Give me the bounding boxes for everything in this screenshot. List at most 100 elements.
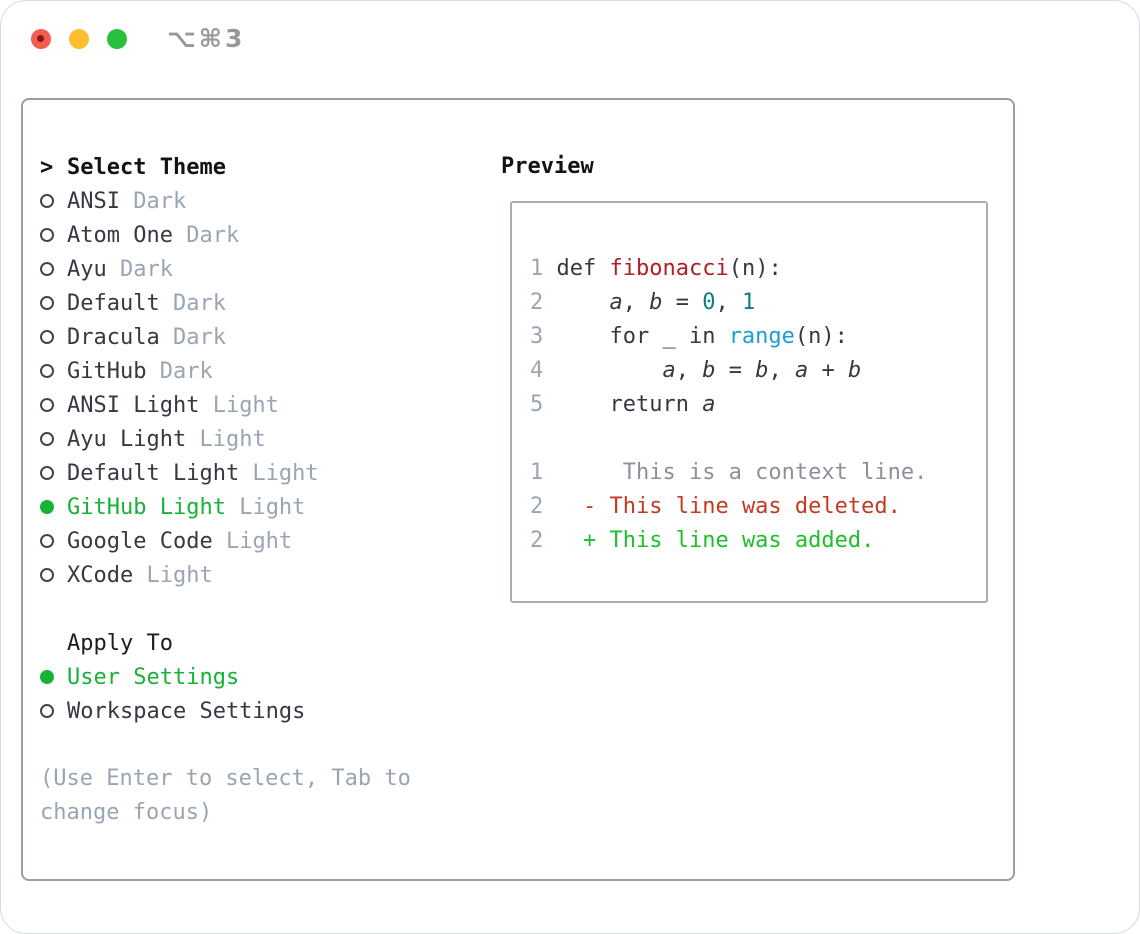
theme-option[interactable]: Default Light Light	[40, 456, 411, 490]
code-line: 5 return a	[530, 388, 986, 422]
theme-option[interactable]: ANSI Dark	[40, 184, 411, 218]
theme-variant-tag: Light	[239, 460, 319, 486]
theme-variant-tag: Light	[225, 494, 306, 520]
theme-name: XCode	[67, 562, 134, 588]
radio-ring-icon	[40, 228, 54, 242]
radio-selected-icon	[40, 500, 67, 514]
code-segment: b	[755, 358, 769, 383]
radio-selected-icon	[40, 670, 67, 684]
radio-icon	[40, 432, 67, 446]
theme-option[interactable]: Google Code Light	[40, 524, 411, 558]
theme-variant-tag: Light	[199, 392, 279, 418]
radio-icon	[40, 568, 67, 582]
theme-variant-tag: Dark	[172, 222, 240, 248]
code-segment: a	[702, 392, 716, 417]
radio-ring-icon	[40, 704, 54, 718]
radio-icon	[40, 364, 67, 378]
code-segment: b	[702, 358, 716, 383]
code-segment: range	[728, 324, 795, 349]
radio-ring-icon	[40, 262, 54, 276]
apply-option-name: User Settings	[67, 664, 240, 690]
code-segment: =	[715, 358, 756, 383]
theme-name: ANSI	[67, 188, 120, 214]
radio-icon	[40, 228, 67, 242]
code-line: 3 for _ in range(n):	[530, 320, 986, 354]
code-segment	[557, 358, 663, 383]
radio-ring-icon	[40, 364, 54, 378]
radio-dot-icon	[40, 500, 54, 514]
theme-option[interactable]: XCode Light	[40, 558, 411, 592]
theme-option[interactable]: Dracula Dark	[40, 320, 411, 354]
theme-name: Ayu Light	[67, 426, 187, 452]
apply-to-option[interactable]: User Settings	[40, 660, 411, 694]
code-segment: 1	[741, 290, 756, 315]
code-segment: (n):	[794, 324, 848, 349]
theme-name: Default Light	[67, 460, 240, 486]
code-line: 2 - This line was deleted.	[530, 490, 986, 524]
theme-variant-tag: Dark	[106, 256, 173, 282]
code-segment: return	[556, 392, 703, 417]
radio-ring-icon	[40, 296, 54, 310]
code-segment: 0	[702, 290, 716, 315]
theme-option[interactable]: Atom One Dark	[40, 218, 411, 252]
theme-name: Default	[67, 290, 160, 316]
theme-variant-tag: Light	[133, 562, 213, 588]
theme-name: Ayu	[67, 256, 107, 282]
theme-picker-header: > Select Theme	[40, 150, 411, 184]
code-segment: ,	[675, 358, 703, 383]
line-number: 1	[530, 256, 557, 281]
theme-option[interactable]: Ayu Dark	[40, 252, 411, 286]
radio-ring-icon	[40, 466, 54, 480]
code-segment: ,	[715, 290, 742, 315]
theme-option[interactable]: ANSI Light Light	[40, 388, 411, 422]
apply-option-name: Workspace Settings	[67, 698, 306, 724]
theme-option[interactable]: GitHub Light Light	[40, 490, 411, 524]
radio-ring-icon	[40, 398, 54, 412]
code-segment: + This line was added.	[583, 528, 875, 553]
apply-to-option[interactable]: Workspace Settings	[40, 694, 411, 728]
radio-icon	[40, 194, 67, 208]
radio-icon	[40, 262, 67, 276]
code-segment	[557, 290, 610, 315]
hint-line-1: (Use Enter to select, Tab to	[40, 766, 411, 791]
zoom-button[interactable]	[107, 29, 127, 49]
radio-icon	[40, 296, 67, 310]
radio-icon	[40, 398, 67, 412]
preview-title: Preview	[501, 154, 594, 179]
minimize-button[interactable]	[69, 29, 89, 49]
theme-option[interactable]: Default Dark	[40, 286, 411, 320]
radio-icon	[40, 466, 67, 480]
line-number: 2	[530, 528, 557, 553]
code-line	[530, 422, 986, 456]
theme-variant-tag: Dark	[119, 188, 187, 214]
theme-option[interactable]: GitHub Dark	[40, 354, 411, 388]
line-number: 1	[530, 460, 557, 485]
titlebar: ⌥⌘3	[31, 26, 245, 51]
theme-name: ANSI Light	[67, 392, 200, 418]
code-segment: ,	[768, 358, 795, 383]
radio-ring-icon	[40, 568, 54, 582]
close-button[interactable]	[31, 29, 51, 49]
apply-to-label-row: Apply To	[40, 626, 411, 660]
code-segment: a	[609, 290, 623, 315]
theme-name: GitHub Light	[67, 494, 226, 520]
radio-ring-icon	[40, 330, 54, 344]
code-segment: This is a context line.	[556, 460, 928, 485]
theme-name: Dracula	[67, 324, 160, 350]
theme-variant-tag: Light	[186, 426, 266, 452]
code-line: 2 a, b = 0, 1	[530, 286, 986, 320]
code-segment: - This line was deleted.	[583, 494, 901, 519]
code-segment	[557, 494, 584, 519]
code-segment: +	[808, 358, 848, 383]
line-number: 3	[530, 324, 557, 349]
theme-variant-tag: Dark	[159, 290, 226, 316]
code-segment: fibonacci	[609, 256, 729, 281]
theme-option[interactable]: Ayu Light Light	[40, 422, 411, 456]
code-segment: a	[794, 358, 809, 383]
code-line: 1 def fibonacci(n):	[530, 252, 986, 286]
